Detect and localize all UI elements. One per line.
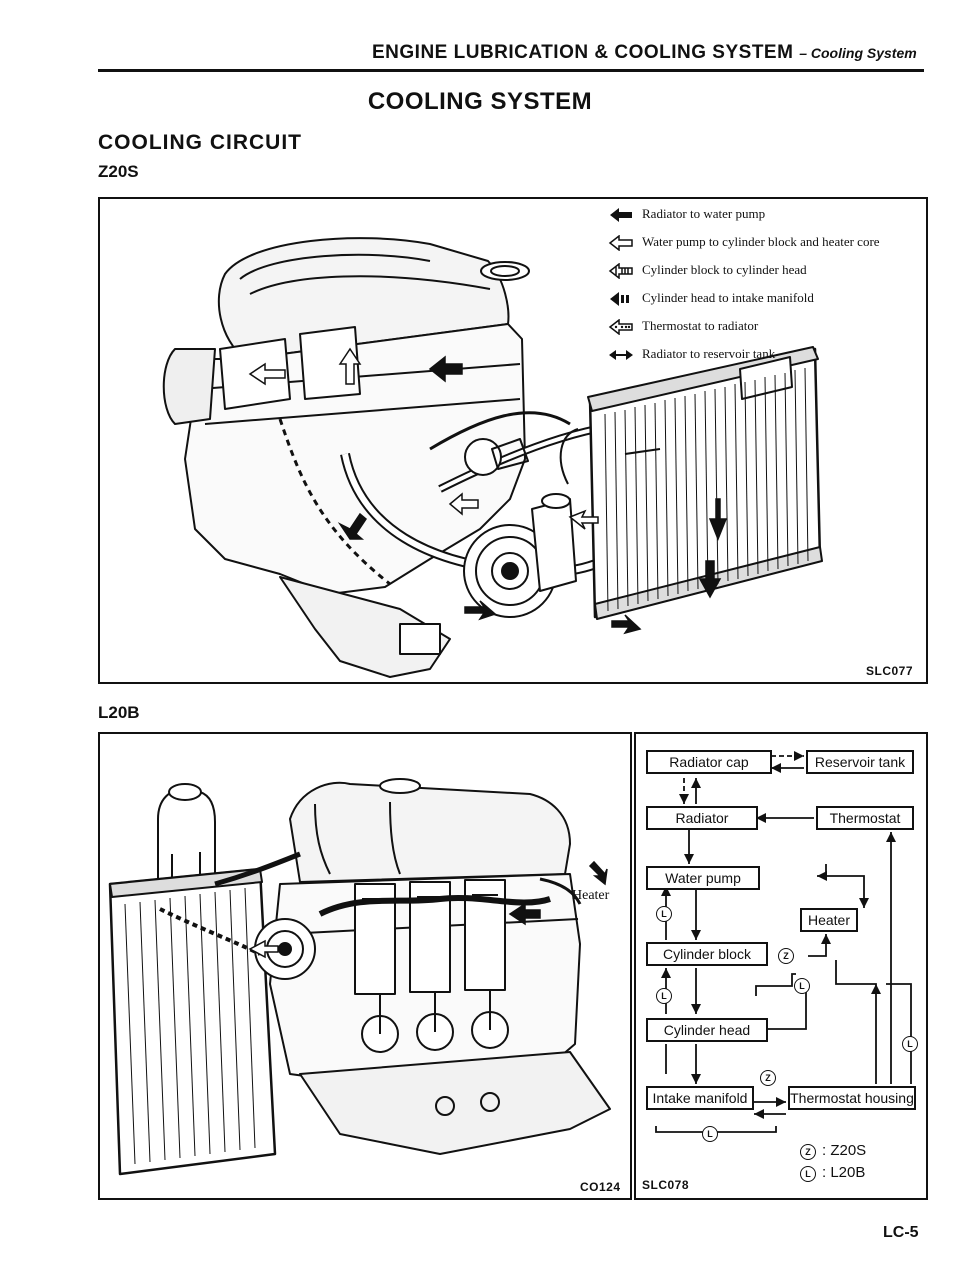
marker-z: Z [760,1070,776,1086]
marker-l: L [902,1036,918,1052]
subsection-z20s: Z20S [98,162,139,181]
barred-arrow-icon [610,292,629,306]
page-number: LC-5 [883,1224,919,1241]
key-symbol-l: L [800,1166,816,1182]
heater-callout: Heater [572,888,610,903]
z20s-engine-illustration [162,237,823,678]
subsection-l20b: L20B [98,703,140,722]
figure-l20b: Heater CO124 [98,732,632,1200]
header-subsection: – Cooling System [799,45,917,61]
key-symbol-z: Z [800,1144,816,1160]
striped-arrow-icon [608,263,633,279]
figure-code: CO124 [580,1180,621,1194]
legend-label: Radiator to water pump [642,206,766,221]
box-water-pump: Water pump [646,866,760,890]
key-text-z20s: : Z20S [822,1142,867,1159]
section-title: COOLING CIRCUIT [98,131,302,154]
figure-z20s: Radiator to water pump Water pump to cyl… [98,197,928,684]
double-arrow-icon [609,350,633,360]
box-thermostat: Thermostat [816,806,914,830]
header-rule [98,69,924,72]
header-section: ENGINE LUBRICATION & COOLING SYSTEM [372,42,794,63]
legend-label: Thermostat to radiator [642,318,759,333]
l20b-engine-illustration [108,778,611,1176]
cooling-flow-diagram: Radiator cap Reservoir tank Radiator The… [634,732,928,1200]
box-radiator: Radiator [646,806,758,830]
box-reservoir-tank: Reservoir tank [806,750,914,774]
box-heater: Heater [800,908,858,932]
marker-l: L [656,906,672,922]
marker-l: L [656,988,672,1004]
marker-l: L [794,978,810,994]
legend-label: Radiator to reservoir tank [642,346,776,361]
marker-l: L [702,1126,718,1142]
hollow-arrow-icon [608,235,633,251]
dotted-arrow-icon [608,319,633,335]
box-radiator-cap: Radiator cap [646,750,772,774]
figure-code: SLC078 [642,1178,690,1192]
marker-z: Z [778,948,794,964]
box-cylinder-head: Cylinder head [646,1018,768,1042]
figure-code: SLC077 [866,664,914,678]
solid-arrow-icon [610,208,632,222]
flow-connectors [655,751,912,1133]
key-text-l20b: : L20B [822,1164,866,1181]
legend-label: Water pump to cylinder block and heater … [642,234,880,249]
box-cylinder-block: Cylinder block [646,942,768,966]
box-intake-manifold: Intake manifold [646,1086,754,1110]
running-header: ENGINE LUBRICATION & COOLING SYSTEM – Co… [372,42,917,64]
legend-label: Cylinder block to cylinder head [642,262,807,277]
box-thermostat-housing: Thermostat housing [788,1086,916,1110]
legend-label: Cylinder head to intake manifold [642,290,814,305]
page-title: COOLING SYSTEM [367,88,593,115]
